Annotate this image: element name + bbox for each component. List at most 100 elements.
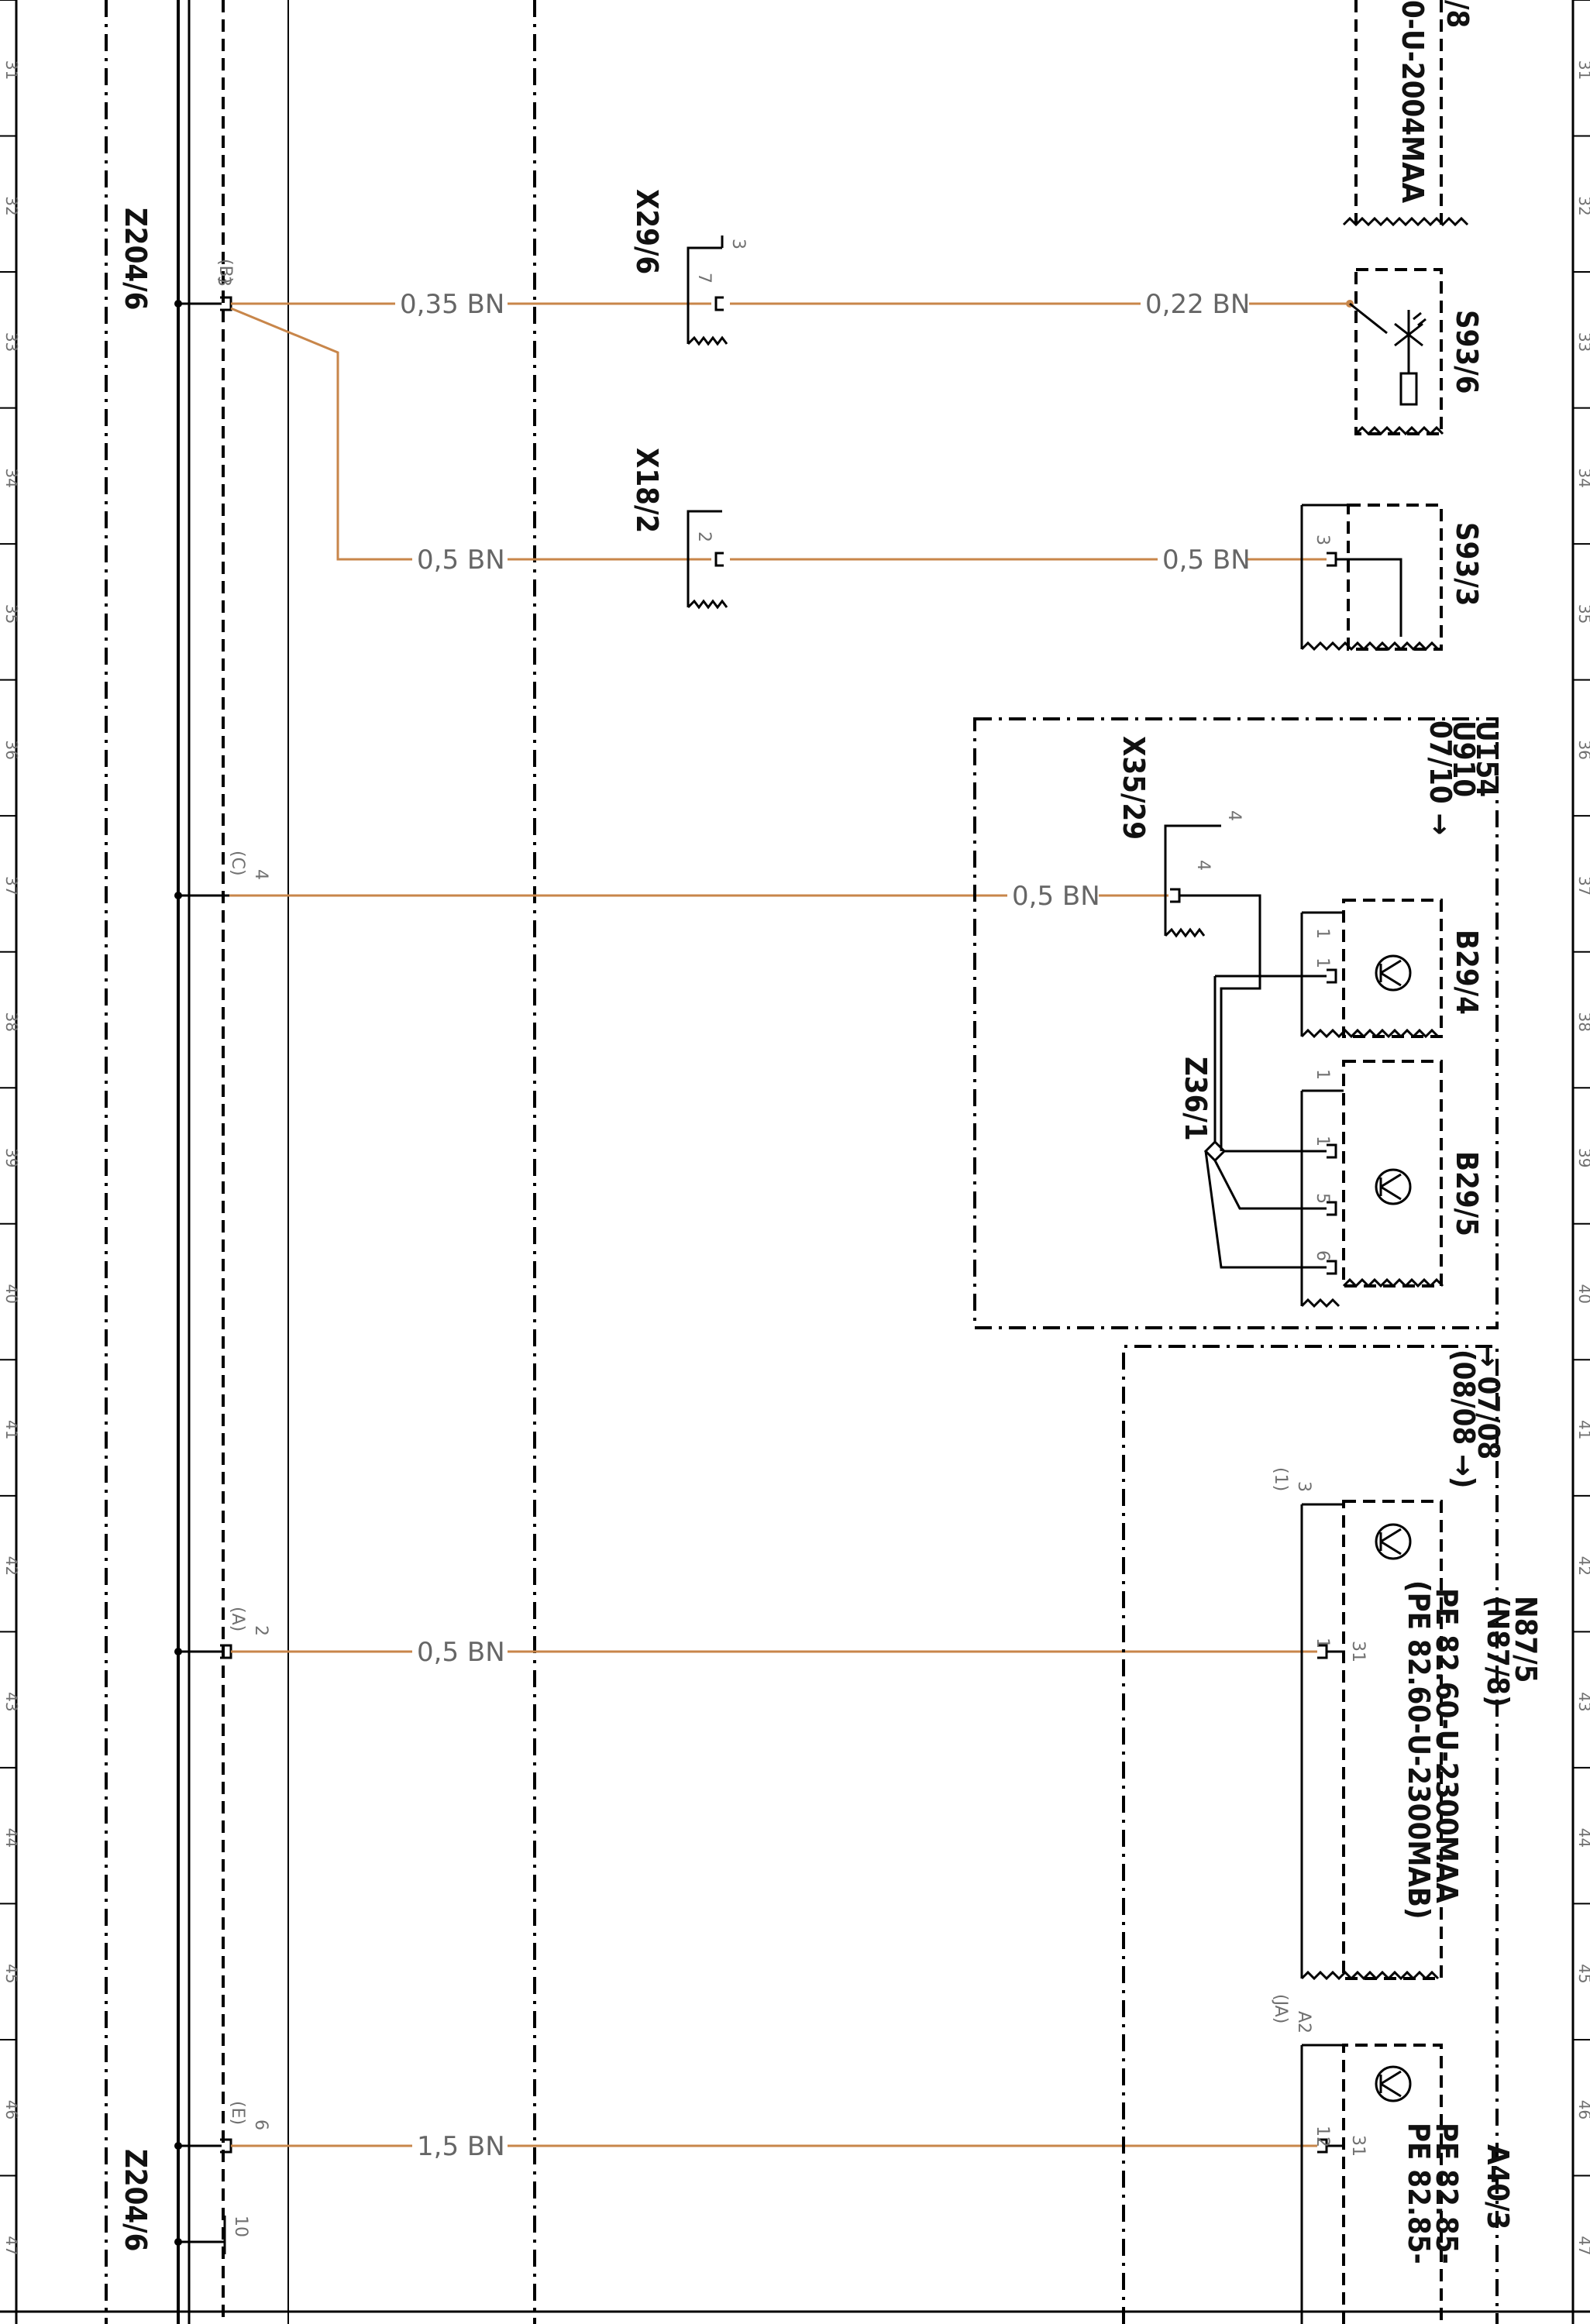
wire-4: 0,5 BN [231, 1637, 1317, 1668]
wire-5-label: 1,5 BN [417, 2131, 505, 2162]
grid-number-left: 40 [2, 1284, 21, 1304]
connector-x18-2-label: X18/2 [630, 448, 664, 533]
n87-5-pe1: PE 82.60-U-2300MAA [1430, 1588, 1464, 1903]
grid-number-right: 42 [1575, 1556, 1590, 1576]
b29-5-pin-1: 1 [1313, 1136, 1332, 1147]
connector-x18-2: X18/2 2 [630, 448, 728, 610]
group-0708: → 07/08 (08/08 →) [1122, 1345, 1506, 2324]
u154-line1: U154 [1470, 720, 1504, 797]
component-top-partial: /8 0-U-2004MAA [1342, 0, 1475, 227]
component-a40-3: (JA) A2 12 31 A40/3 PE 82.85- PE 82.85- [1271, 1994, 1515, 2324]
b29-5-pin-5: 5 [1313, 1193, 1332, 1204]
u154-line2: U910 [1447, 720, 1481, 797]
grid-number-left: 35 [2, 604, 21, 624]
wire-2-label-right: 0,5 BN [1162, 545, 1251, 576]
grid-number-left: 38 [2, 1012, 21, 1031]
a40-3-count-paren: (JA) [1271, 1994, 1290, 2023]
grid-number-left: 46 [2, 2100, 21, 2119]
b29-4-count: 1 [1313, 928, 1332, 939]
grid-number-right: 43 [1575, 1692, 1590, 1711]
wire-1-label-right: 0,22 BN [1145, 289, 1250, 320]
connector-x35-29-pin: 4 [1193, 860, 1213, 871]
b29-5-pin-6: 6 [1313, 1250, 1332, 1261]
grid-number-right: 47 [1575, 2236, 1590, 2255]
b29-4-pin: 1 [1313, 957, 1332, 968]
connector-x29-6-pin: 7 [694, 273, 714, 284]
wire-4-label: 0,5 BN [417, 1637, 505, 1668]
connector-x18-2-pin: 2 [694, 531, 714, 542]
grid-number-right: 32 [1575, 196, 1590, 215]
n87-5-label1: N87/5 [1509, 1596, 1543, 1683]
component-b29-4: 1 1 B29/4 [1300, 899, 1484, 1039]
component-s93-3: 3 S93/3 [1300, 504, 1484, 651]
grid-number-left: 43 [2, 1692, 21, 1711]
n87-5-count: 3 [1294, 1481, 1313, 1492]
wire-5: 1,5 BN [231, 2131, 1317, 2162]
s93-3-pin: 3 [1313, 535, 1332, 545]
vertical-frame-lines [105, 0, 536, 2324]
grid-number-left: 33 [2, 332, 21, 352]
splice-z36-1: Z36/1 [1179, 975, 1327, 1269]
wire-1-label-left: 0,35 BN [400, 289, 504, 320]
top-partial-line2: 0-U-2004MAA [1396, 0, 1430, 204]
connector-x35-29-label: X35/29 [1117, 736, 1151, 840]
connector-x29-6-label: X29/6 [630, 189, 664, 274]
n87-5-pin-inner: 31 [1348, 1641, 1368, 1662]
grid-number-right: 45 [1575, 1964, 1590, 1983]
b29-5-count: 1 [1313, 1069, 1332, 1080]
wire-2-label-left: 0,5 BN [417, 545, 505, 576]
wire-3-label: 0,5 BN [1012, 881, 1100, 912]
bus-pin-b-number: 3 [214, 276, 233, 287]
grid-number-right: 37 [1575, 876, 1590, 896]
wire-2: 0,5 BN 0,5 BN [230, 307, 1327, 576]
group-u154: U154 U910 07/10 → [973, 717, 1504, 1329]
connector-x35-29-count: 4 [1224, 810, 1244, 821]
bus-pin-a-number: 2 [251, 1625, 270, 1636]
component-n87-5: (1) 3 1 31 N87/5 (N87/8) PE 82.60-U-2300… [1271, 1467, 1543, 1981]
grid-number-right: 44 [1575, 1828, 1590, 1848]
u154-line3: 07/10 → [1423, 720, 1458, 835]
wire-3: 0,5 BN [229, 881, 1168, 912]
grid-number-left: 45 [2, 1964, 21, 1983]
grid-number-left: 32 [2, 196, 21, 215]
grid-number-left: 37 [2, 876, 21, 896]
splice-z36-1-label: Z36/1 [1179, 1057, 1213, 1141]
grid-number-right: 33 [1575, 332, 1590, 352]
grid-number-left: 36 [2, 740, 21, 759]
component-b29-5: 1 1 5 6 B29/5 [1300, 1060, 1484, 1308]
s93-6-label: S93/6 [1450, 310, 1484, 394]
b29-5-label: B29/5 [1450, 1151, 1484, 1236]
group-0708-line2: (08/08 →) [1447, 1349, 1481, 1488]
connector-x29-6: X29/6 3 7 [630, 189, 748, 346]
b29-4-label: B29/4 [1450, 930, 1484, 1015]
grid-number-left: 41 [2, 1420, 21, 1439]
grid-number-right: 39 [1575, 1148, 1590, 1167]
connector-x35-29: X35/29 4 4 [1117, 736, 1261, 1151]
grid-number-right: 38 [1575, 1012, 1590, 1031]
grid-number-right: 46 [1575, 2100, 1590, 2119]
grid-number-right: 31 [1575, 60, 1590, 80]
bus-pin-e-number: 6 [251, 2119, 270, 2130]
a40-3-pe1: PE 82.85- [1430, 2123, 1464, 2264]
grid-number-right: 40 [1575, 1284, 1590, 1304]
bus-pin-10-number: 10 [231, 2216, 250, 2237]
top-partial-line1: /8 [1440, 0, 1475, 28]
ground-bus-label-top: Z204/6 [119, 208, 153, 310]
wire-1: 0,35 BN 0,22 BN [231, 289, 1354, 320]
bus-pin-e-letter: (E) [228, 2101, 247, 2125]
bus-pin-b-letter: (B) [215, 259, 235, 284]
n87-5-pe2: (PE 82.60-U-2300MAB) [1402, 1580, 1436, 1920]
grid-number-left: 42 [2, 1556, 21, 1576]
ground-bus-z204-6: Z204/6 Z204/6 3 (B) 4 (C) 2 (A) 6 (E) 10 [119, 208, 270, 2254]
grid-number-left: 47 [2, 2236, 21, 2255]
a40-3-count: A2 [1294, 2011, 1313, 2033]
a40-3-label: A40/3 [1481, 2144, 1515, 2229]
grid-number-right: 41 [1575, 1420, 1590, 1439]
component-s93-6: S93/6 [1349, 268, 1484, 436]
a40-3-pin: 12 [1313, 2126, 1332, 2147]
